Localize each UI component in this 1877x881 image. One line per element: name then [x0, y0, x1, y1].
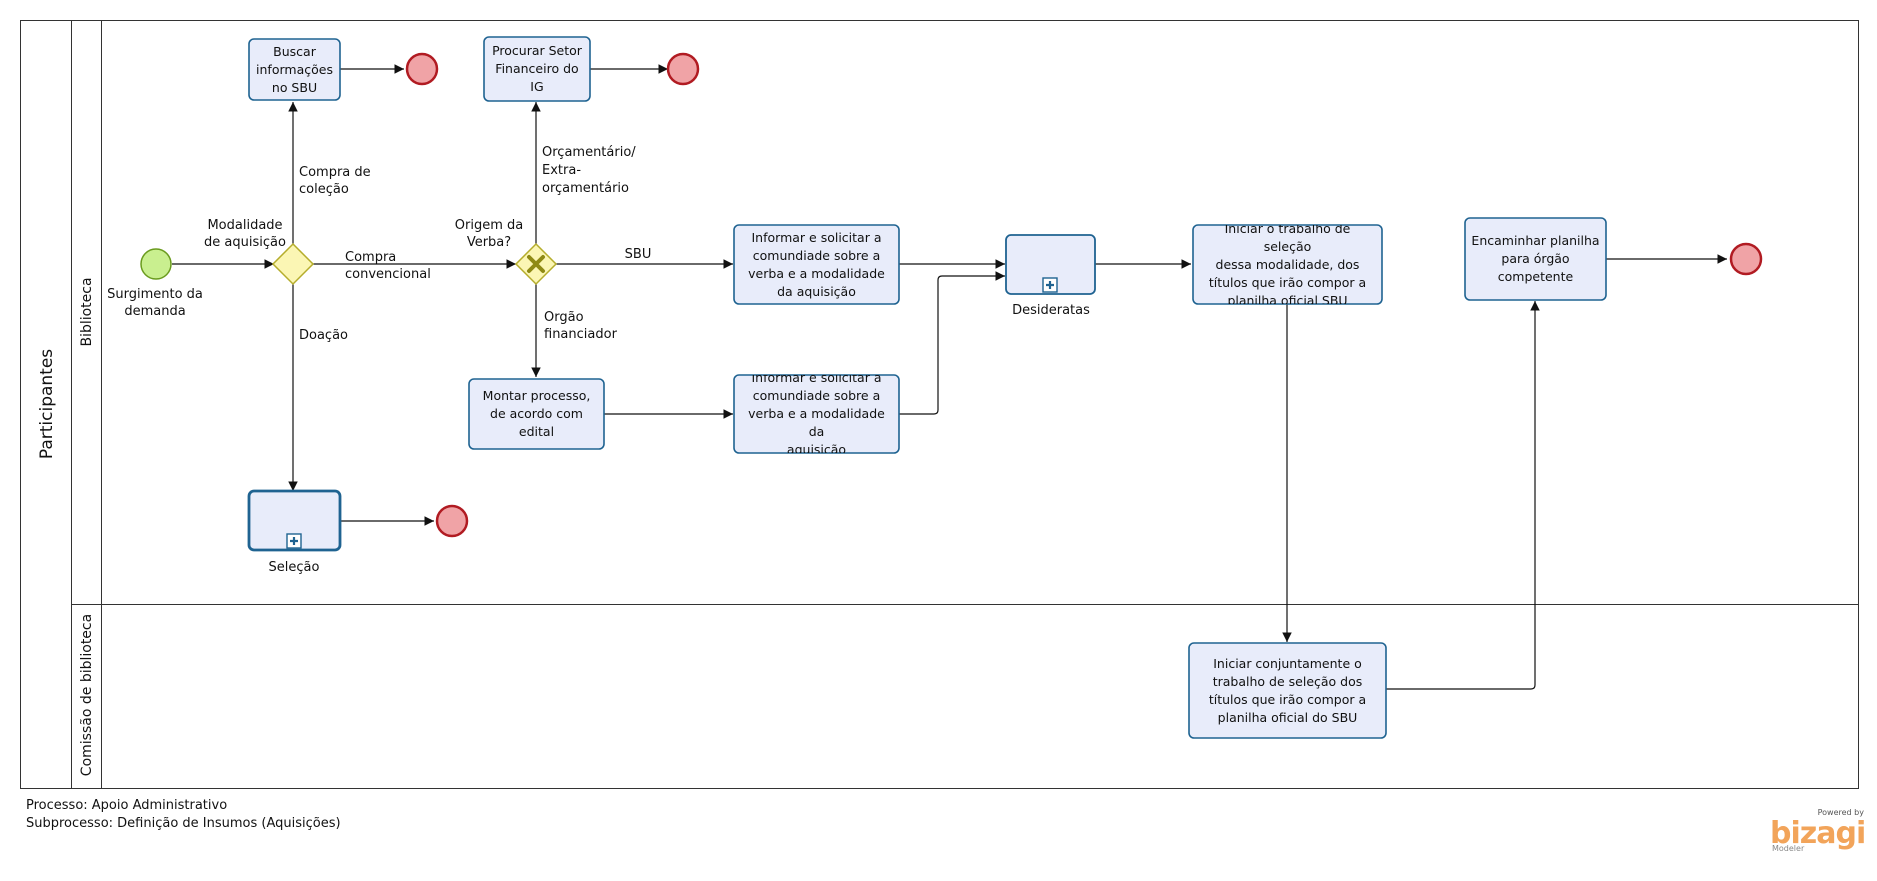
- end-events: [405, 52, 1763, 538]
- plus-mark-icon: [290, 537, 298, 545]
- task-informar-2: Informar e solicitar a comundiade sobre …: [733, 374, 900, 454]
- plus-mark-icon: [1046, 281, 1054, 289]
- flow-informar2-to-desideratas: [899, 271, 1005, 415]
- subprocess-desideratas: Desideratas: [1005, 234, 1096, 318]
- exclusive-x-icon: [527, 255, 545, 273]
- end-event-final: [1729, 242, 1763, 276]
- footer-subprocesso: Subprocesso: Definição de Insumos (Aquis…: [26, 816, 341, 831]
- task-conjunto: Iniciar conjuntamente o trabalho de sele…: [1188, 642, 1387, 739]
- lane-label-biblioteca: Biblioteca: [79, 277, 95, 346]
- task-buscar: Buscar informações no SBU: [248, 38, 341, 101]
- task-conjunto-label: Iniciar conjuntamente o trabalho de sele…: [1208, 655, 1367, 725]
- logo-product: Modeler: [1772, 844, 1805, 853]
- lane-label-comissao: Comissão de biblioteca: [79, 614, 95, 776]
- task-buscar-label: Buscar informações no SBU: [256, 43, 333, 95]
- footer-processo: Processo: Apoio Administrativo: [26, 798, 228, 813]
- end-event-procurar: [666, 52, 700, 86]
- task-informar-1: Informar e solicitar a comundiade sobre …: [733, 224, 900, 305]
- task-procurar-label: Procurar Setor Financeiro do IG: [492, 43, 582, 94]
- task-procurar: Procurar Setor Financeiro do IG: [483, 36, 591, 102]
- task-informar-2-label: Informar e solicitar a comundiade sobre …: [748, 375, 885, 453]
- task-encaminhar: Encaminhar planilha para órgão competent…: [1464, 217, 1607, 301]
- flow-label-doacao: Doação: [299, 328, 348, 343]
- subprocess-selecao-label: Seleção: [269, 560, 320, 575]
- end-event-buscar: [405, 52, 439, 86]
- task-montar: Montar processo, de acordo com edital: [468, 378, 605, 450]
- task-iniciar: Iniciar o trabalho de seleção dessa moda…: [1192, 224, 1383, 305]
- task-montar-label: Montar processo, de acordo com edital: [482, 388, 591, 439]
- flow-label-sbu: SBU: [625, 247, 652, 262]
- flow-conjunto-to-encaminhar: [1386, 301, 1540, 690]
- logo-powered-by: Powered by: [1817, 808, 1864, 817]
- pool-label: Participantes: [37, 349, 57, 459]
- task-informar-1-label: Informar e solicitar a comundiade sobre …: [748, 229, 885, 299]
- sequence-flows: [172, 64, 1727, 690]
- subprocess-selecao: Seleção: [247, 489, 342, 575]
- pool: Participantes Biblioteca Comissão de bib…: [20, 20, 1859, 789]
- task-encaminhar-label: Encaminhar planilha para órgão competent…: [1471, 233, 1600, 284]
- bizagi-logo: Powered by bizagi Modeler: [1768, 808, 1866, 854]
- end-event-selecao: [435, 504, 469, 538]
- subprocess-desideratas-label: Desideratas: [1012, 303, 1090, 318]
- flow-label-orcamentario: Orçamentário/Extra-orçamentário: [542, 145, 636, 196]
- task-iniciar-label: Iniciar o trabalho de seleção dessa moda…: [1208, 225, 1367, 304]
- logo-brand: bizagi: [1770, 816, 1866, 851]
